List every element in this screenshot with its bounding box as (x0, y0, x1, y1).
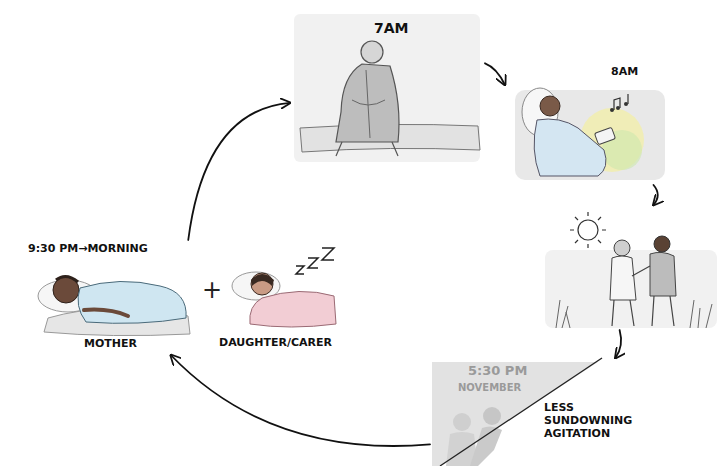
walk-panel (535, 205, 723, 330)
music-notes (614, 94, 628, 110)
cycle-arrow (171, 355, 430, 446)
time-label: 8AM (611, 65, 638, 78)
cycle-arrow (485, 63, 505, 85)
faded-head (453, 413, 471, 431)
month-label: NOVEMBER (458, 382, 521, 394)
robe (336, 64, 399, 142)
radio (594, 127, 615, 144)
cycle-arrow (615, 330, 621, 358)
faded-body (470, 426, 502, 466)
blanket (250, 291, 336, 327)
sun (578, 220, 598, 240)
note-dot (624, 102, 628, 106)
head (251, 273, 273, 295)
morning-panel: 7AM (290, 8, 485, 166)
head (614, 240, 630, 256)
body (650, 252, 676, 296)
head (53, 277, 79, 303)
cycle-arrow (188, 103, 290, 240)
wash (294, 14, 480, 162)
sleep-z (296, 248, 334, 274)
head (361, 41, 383, 63)
grass (556, 300, 712, 328)
radio-sketch (515, 88, 665, 180)
cycle-arrow (653, 185, 657, 205)
plus-sign: + (202, 276, 222, 305)
person-label: DAUGHTER/CARER (219, 336, 332, 349)
hair (251, 274, 274, 286)
body (610, 256, 636, 300)
head (654, 236, 670, 252)
legs (336, 142, 398, 156)
time-label: 7AM (374, 20, 409, 37)
head (540, 96, 560, 116)
legs-arm (632, 266, 674, 326)
mother-sketch (38, 276, 190, 335)
effect-label: LESS SUNDOWNING AGITATION (542, 402, 632, 441)
time-label: 5:30 PM (468, 363, 527, 379)
person-label: MOTHER (84, 337, 137, 350)
robe-folds (352, 70, 385, 138)
daughter-panel: DAUGHTER/CARER (215, 250, 340, 352)
blanket (78, 281, 186, 323)
sun-rays (570, 212, 606, 248)
faded-head (483, 407, 501, 425)
radio-panel: 8AM (505, 60, 670, 185)
note-dot (616, 106, 620, 110)
shirt (534, 119, 606, 176)
evening-panel: 5:30 PM NOVEMBER LESS SUNDOWNING AGITATION (430, 358, 636, 466)
walk-sketch (545, 212, 717, 328)
wash (545, 250, 717, 328)
legs (612, 300, 634, 326)
note-dot (610, 108, 614, 112)
hair (56, 276, 78, 282)
morning-sketch (294, 14, 480, 162)
sleep-time-label: 9:30 PM→MORNING (28, 242, 148, 255)
arm (84, 310, 128, 316)
mother-panel: 9:30 PM→MORNING MOTHER (22, 240, 197, 355)
daughter-sketch (232, 248, 336, 327)
